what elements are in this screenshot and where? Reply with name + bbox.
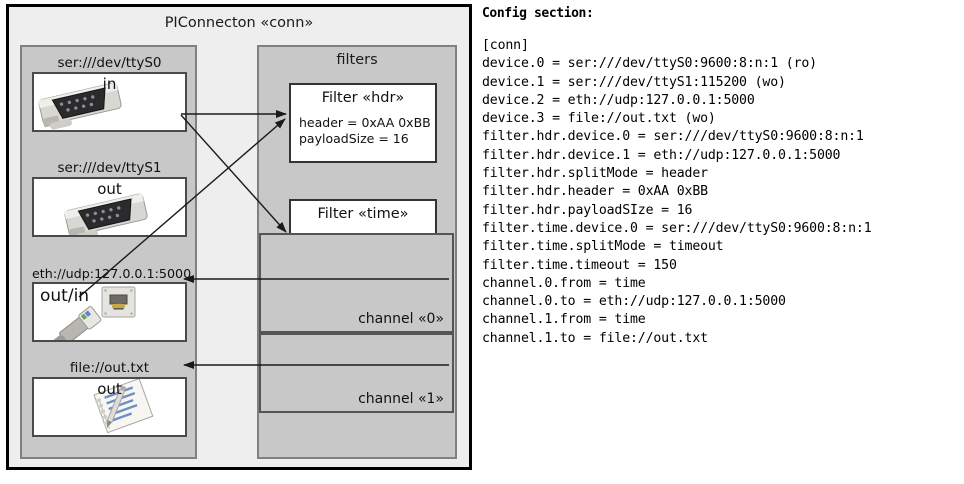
config-line: channel.0.from = time	[482, 275, 646, 291]
device-entry-file: file://out.txt out	[32, 360, 187, 437]
channel-label: channel «1»	[358, 391, 444, 407]
config-line: filter.hdr.device.1 = eth://udp:127.0.0.…	[482, 147, 841, 163]
device-label: eth://udp:127.0.0.1:5000	[32, 266, 192, 281]
channel-box-1[interactable]: channel «1»	[259, 333, 454, 413]
filters-panel: filters Filter «hdr» header = 0xAA 0xBB …	[257, 45, 457, 459]
config-line: filter.time.timeout = 150	[482, 257, 677, 273]
config-line: device.3 = file://out.txt (wo)	[482, 111, 716, 127]
config-line: device.1 = ser:///dev/ttyS1:115200 (wo)	[482, 74, 786, 90]
config-line: channel.1.from = time	[482, 312, 646, 328]
page-title: PIConnecton «conn»	[164, 15, 314, 31]
channel-label: channel «0»	[358, 311, 444, 327]
config-line: filter.hdr.device.0 = ser:///dev/ttyS0:9…	[482, 129, 864, 145]
devices-panel: ser:///dev/ttyS0 in	[20, 45, 197, 459]
config-line: filter.time.splitMode = timeout	[482, 239, 724, 255]
device-entry-ttys0: ser:///dev/ttyS0 in	[32, 55, 187, 132]
connector-diagram: PIConnecton «conn» ser:///dev/ttyS0 in	[6, 4, 472, 470]
config-line: filter.hdr.header = 0xAA 0xBB	[482, 184, 708, 200]
config-line: filter.hdr.splitMode = header	[482, 166, 708, 182]
config-line: channel.1.to = file://out.txt	[482, 330, 708, 346]
device-direction: out	[97, 180, 122, 198]
filter-box-hdr[interactable]: Filter «hdr» header = 0xAA 0xBB payloadS…	[289, 83, 437, 163]
device-box-ttys0[interactable]: in	[32, 72, 187, 132]
filter-properties: header = 0xAA 0xBB payloadSize = 16	[291, 115, 435, 147]
filters-panel-title: filters	[336, 52, 378, 68]
text-file-icon	[34, 379, 185, 435]
device-entry-eth: eth://udp:127.0.0.1:5000 out/in	[32, 265, 192, 342]
config-lines: [conn] device.0 = ser:///dev/ttyS0:9600:8…	[482, 37, 960, 348]
filter-title: Filter «time»	[317, 206, 409, 222]
serial-port-icon	[34, 74, 185, 130]
filter-prop: header = 0xAA 0xBB	[299, 115, 431, 130]
device-label: ser:///dev/ttyS1	[57, 160, 162, 176]
device-entry-ttys1: ser:///dev/ttyS1 out	[32, 160, 187, 237]
config-line: channel.0.to = eth://udp:127.0.0.1:5000	[482, 294, 786, 310]
config-line: [conn]	[482, 38, 529, 53]
device-direction: out/in	[40, 286, 90, 306]
filter-title: Filter «hdr»	[321, 90, 405, 106]
config-line: device.0 = ser:///dev/ttyS0:9600:8:n:1 (…	[482, 56, 817, 72]
config-section: Config section: [conn] device.0 = ser:///…	[482, 6, 960, 348]
device-box-ttys1[interactable]: out	[32, 177, 187, 237]
device-label: ser:///dev/ttyS0	[57, 55, 162, 71]
device-direction: in	[102, 75, 117, 93]
config-line: device.2 = eth://udp:127.0.0.1:5000	[482, 92, 755, 108]
device-box-eth[interactable]: out/in	[32, 282, 187, 342]
device-direction: out	[97, 380, 122, 398]
device-label: file://out.txt	[69, 360, 150, 376]
config-heading: Config section:	[482, 6, 594, 21]
config-line: filter.hdr.payloadSIze = 16	[482, 202, 693, 218]
channel-box-0[interactable]: channel «0»	[259, 233, 454, 333]
device-box-file[interactable]: out	[32, 377, 187, 437]
config-line: filter.time.device.0 = ser:///dev/ttyS0:…	[482, 220, 872, 236]
filter-prop: payloadSize = 16	[299, 131, 409, 146]
